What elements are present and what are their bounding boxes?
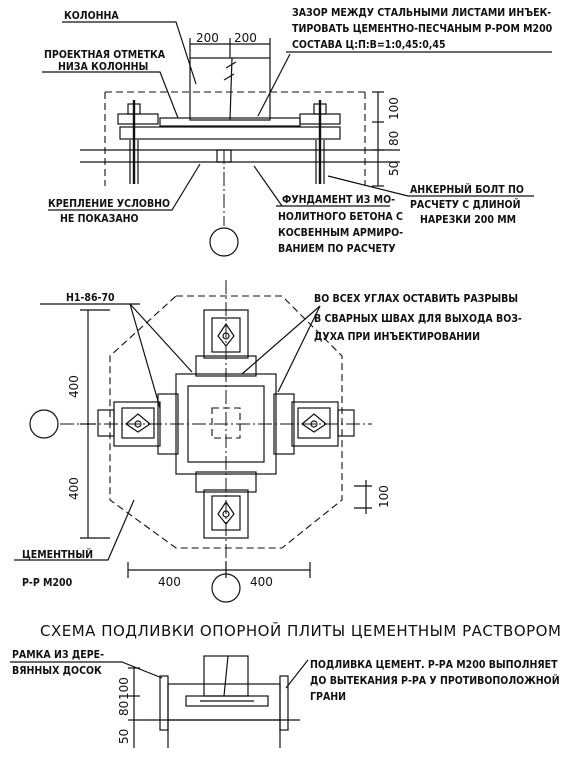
column-width-b: 200: [234, 31, 257, 45]
corners-label-3: ДУХА ПРИ ИНЪЕКТИРОВАНИИ: [314, 331, 480, 343]
mark-label-1: ПРОЕКТНАЯ ОТМЕТКА: [44, 49, 166, 61]
corners-label-2: В СВАРНЫХ ШВАХ ДЛЯ ВЫХОДА ВОЗ-: [314, 313, 522, 325]
gap-label-1: ЗАЗОР МЕЖДУ СТАЛЬНЫМИ ЛИСТАМИ ИНЪЕК-: [292, 7, 551, 19]
weld-band-bottom: [195, 471, 257, 493]
weld-band-right: [273, 393, 295, 455]
dim-100-top: 100: [387, 97, 401, 120]
weld-band-top: [195, 355, 257, 377]
dim-400-left: 400: [158, 575, 181, 589]
dim-400-upper: 400: [67, 375, 81, 398]
pour-label-1: ПОДЛИВКА ЦЕМЕНТ. Р-РА М200 ВЫПОЛНЯЕТ: [310, 659, 558, 671]
top-section: 200 200 100 80 50: [42, 7, 553, 257]
weld-ref-label: Н1-86-70: [66, 292, 115, 304]
column-width-a: 200: [196, 31, 219, 45]
dim-50-section: 50: [117, 729, 131, 744]
foundation-label-4: ВАНИЕМ ПО РАСЧЕТУ: [278, 243, 396, 255]
foundation-label-1: ФУНДАМЕНТ ИЗ МО-: [282, 194, 395, 206]
gap-label-2: ТИРОВАТЬ ЦЕМЕНТНО-ПЕСЧАНЫМ Р-РОМ М200: [292, 23, 553, 35]
dim-80-top: 80: [387, 131, 401, 146]
weld-band-left: [157, 393, 179, 455]
gap-label-3: СОСТАВА Ц:П:В=1:0,45:0,45: [292, 39, 446, 51]
anchor-label-2: РАСЧЕТУ С ДЛИНОЙ: [410, 198, 521, 211]
left-washer: [117, 113, 159, 125]
mark-label-2: НИЗА КОЛОННЫ: [58, 61, 148, 73]
foundation-label-2: НОЛИТНОГО БЕТОНА С: [278, 211, 403, 223]
grout-fill: [167, 683, 281, 721]
fix-label-1: КРЕПЛЕНИЕ УСЛОВНО: [48, 198, 170, 210]
right-board: [279, 675, 289, 731]
dim-100-section: 100: [117, 677, 131, 700]
pour-section: СХЕМА ПОДЛИВКИ ОПОРНОЙ ПЛИТЫ ЦЕМЕНТНЫМ Р…: [10, 621, 561, 748]
cement-label-1: ЦЕМЕНТНЫЙ: [22, 548, 93, 561]
dim-80-section: 80: [117, 701, 131, 716]
axis-bubble-left: [29, 409, 59, 439]
lower-steel-plate: [119, 126, 341, 140]
pour-title: СХЕМА ПОДЛИВКИ ОПОРНОЙ ПЛИТЫ ЦЕМЕНТНЫМ Р…: [40, 621, 561, 640]
top-lug-frame: [203, 309, 249, 359]
dim-400-right: 400: [250, 575, 273, 589]
axis-bubble-top: [209, 227, 239, 257]
fix-label-2: НЕ ПОКАЗАНО: [60, 213, 139, 225]
frame-label-1: РАМКА ИЗ ДЕРЕ-: [12, 649, 104, 661]
cement-octagon: [109, 295, 343, 549]
column-break-line: [229, 57, 233, 121]
foundation-label-3: КОСВЕННЫМ АРМИРО-: [278, 227, 403, 239]
weld-band-center: [175, 373, 277, 475]
frame-label-2: ВЯННЫХ ДОСОК: [12, 665, 102, 677]
column-label: КОЛОННА: [64, 10, 119, 22]
section-column: [203, 655, 249, 697]
cement-label-2: Р-Р М200: [22, 577, 73, 589]
dim-50-top: 50: [387, 161, 401, 176]
axis-bubble-bottom: [211, 573, 241, 603]
dim-100-plan: 100: [377, 485, 391, 508]
left-board: [159, 675, 169, 731]
anchor-label-3: НАРЕЗКИ 200 ММ: [420, 214, 516, 226]
pour-label-3: ГРАНИ: [310, 691, 346, 703]
pour-label-2: ДО ВЫТЕКАНИЯ Р-РА У ПРОТИВОПОЛОЖНОЙ: [310, 674, 560, 687]
base-plate: [187, 385, 265, 463]
corners-label-1: ВО ВСЕХ УГЛАХ ОСТАВИТЬ РАЗРЫВЫ: [314, 293, 518, 305]
anchor-label-1: АНКЕРНЫЙ БОЛТ ПО: [410, 183, 524, 196]
column-section: [211, 407, 241, 439]
bottom-lug-frame: [203, 489, 249, 539]
dim-400-lower: 400: [67, 477, 81, 500]
plan-view: 400 400 100 400 400 Н1-86-70 ВО ВСЕХ УГЛ…: [14, 280, 522, 603]
